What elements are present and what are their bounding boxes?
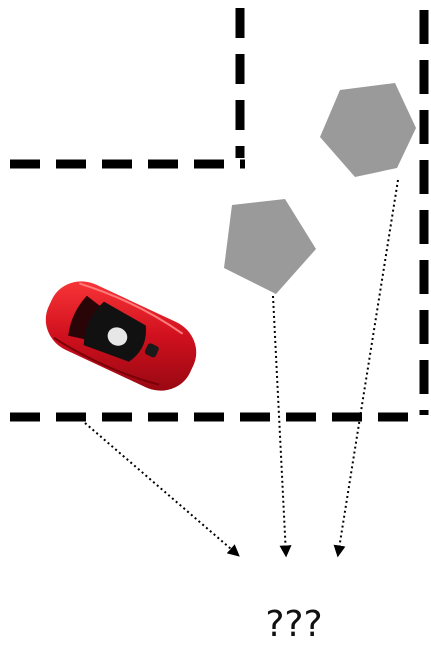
question-caption: ???	[265, 604, 322, 645]
prediction-arrows	[84, 179, 399, 558]
car-side-stripe-bottom	[53, 336, 160, 386]
lane-lines	[10, 8, 429, 422]
arrow-from-hexagon	[333, 179, 399, 558]
car-sunroof-reflection	[107, 327, 128, 346]
car-front-detail	[144, 343, 159, 358]
arrow-from-car	[84, 422, 240, 557]
arrow-from-pentagon	[272, 295, 292, 558]
pentagon-obstacle	[224, 199, 316, 294]
red-car	[45, 281, 197, 391]
car-windshield-rear	[68, 295, 102, 340]
hexagon-obstacle	[320, 83, 416, 177]
car-side-stripe-top	[79, 282, 184, 335]
